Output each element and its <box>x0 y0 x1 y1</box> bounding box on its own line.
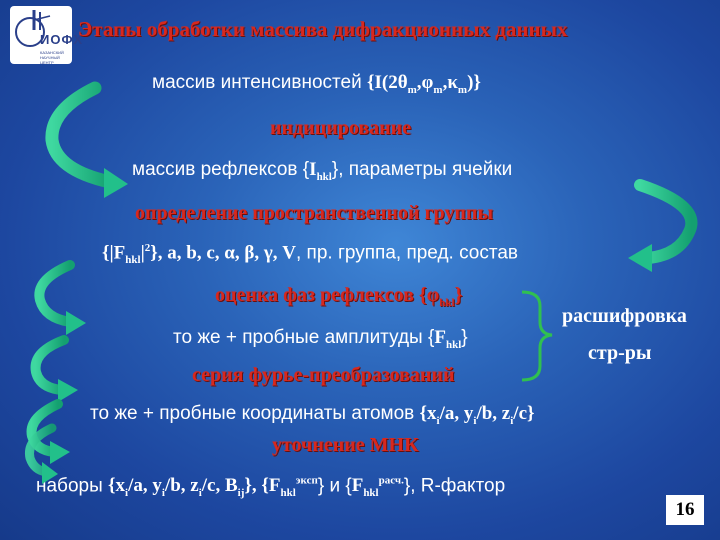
step-5: то же + пробные координаты атомов {xi/a,… <box>90 403 535 427</box>
step-6: наборы {xi/a, yi/b, zi/c, Bij}, {Fhklэкс… <box>36 475 506 500</box>
logo-emblem <box>15 10 51 47</box>
stage-fourier: серия фурье-преобразований <box>192 364 455 386</box>
logo-subtext: КАЗАНСКИЙ НАУЧНЫЙ ЦЕНТР <box>40 50 64 65</box>
stage-refinement: уточнение МНК <box>272 434 419 456</box>
curved-arrow-6 <box>24 423 58 484</box>
step-3: {|Fhkl|2}, a, b, c, α, β, γ, V, пр. груп… <box>102 242 519 267</box>
logo-text: ИОФХ <box>40 32 84 47</box>
stage-indexing: индицирование <box>270 117 412 139</box>
step-2: массив рефлексов {Ihkl}, параметры ячейк… <box>132 159 513 183</box>
curved-arrow-5 <box>26 399 70 464</box>
decode-label-2: стр-ры <box>588 342 652 364</box>
page-number: 16 <box>666 495 704 525</box>
stage-space-group: определение пространственной группы <box>135 202 494 224</box>
curved-arrow-3 <box>34 260 86 335</box>
step-1: массив интенсивностей {I(2θm,φm,κm)} <box>152 72 481 96</box>
curved-arrow-4 <box>30 335 78 402</box>
logo: ИОФХ КАЗАНСКИЙ НАУЧНЫЙ ЦЕНТР <box>10 6 82 65</box>
stage-phase-estimation: оценка фаз рефлексов {φhkl} <box>215 284 463 309</box>
curved-arrow-1 <box>45 81 128 198</box>
curly-bracket <box>521 290 553 382</box>
step-4: то же + пробные амплитуды {Fhkl} <box>173 327 468 351</box>
decode-label-1: расшифровка <box>562 305 687 327</box>
curved-arrow-2 <box>628 179 698 272</box>
page-title: Этапы обработки массива дифракционных да… <box>78 17 568 41</box>
